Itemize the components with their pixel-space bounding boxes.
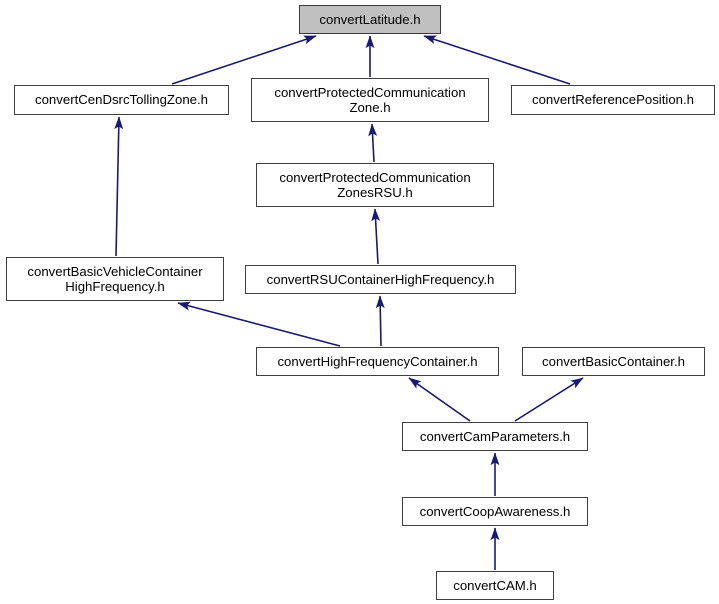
graph-node-convertHighFrequencyContainer[interactable]: convertHighFrequencyContainer.h [256,347,499,376]
graph-node-convertCenDsrcTollingZone[interactable]: convertCenDsrcTollingZone.h [14,85,229,115]
edge-group [114,35,584,570]
graph-node-label: convertBasicContainer.h [542,353,685,369]
graph-node-label: convertRSUContainerHighFrequency.h [266,271,495,287]
graph-node-convertProtectedCommunicationZonesRSU[interactable]: convertProtectedCommunication ZonesRSU.h [256,163,494,207]
graph-edge-convertCamParameters-to-convertHighFrequencyContainer [408,377,471,422]
graph-node-label: convertCamParameters.h [419,428,571,444]
graph-node-convertReferencePosition[interactable]: convertReferencePosition.h [511,85,715,115]
graph-node-label: convertReferencePosition.h [531,92,694,108]
graph-node-label: convertBasicVehicleContainer HighFrequen… [27,263,203,295]
graph-node-convertCamParameters[interactable]: convertCamParameters.h [402,422,588,451]
graph-node-convertBasicContainer[interactable]: convertBasicContainer.h [522,347,705,376]
graph-node-label: convertHighFrequencyContainer.h [277,353,478,369]
graph-edge-convertCamParameters-to-convertBasicContainer [514,377,584,422]
graph-node-convertRSUContainerHighFrequency[interactable]: convertRSUContainerHighFrequency.h [245,265,516,294]
graph-edge-convertBasicVehicleContainerHighFrequency-to-convertCenDsrcTollingZone [114,116,124,257]
graph-node-convertCoopAwareness[interactable]: convertCoopAwareness.h [402,497,588,526]
graph-node-label: convertCenDsrcTollingZone.h [35,92,208,108]
graph-node-convertBasicVehicleContainerHighFrequency[interactable]: convertBasicVehicleContainer HighFrequen… [6,257,224,301]
graph-node-label: convertCoopAwareness.h [419,503,571,519]
graph-node-label: convertProtectedCommunication ZonesRSU.h [279,169,471,201]
graph-edge-convertReferencePosition-to-convertLatitude [423,35,571,85]
graph-edge-convertCenDsrcTollingZone-to-convertLatitude [171,35,317,85]
graph-edge-convertHighFrequencyContainer-to-convertRSUContainerHighFrequency [375,295,385,347]
graph-node-label: convertProtectedCommunication Zone.h [274,84,466,116]
graph-node-label: convertLatitude.h [319,11,421,27]
graph-node-convertLatitude[interactable]: convertLatitude.h [299,5,441,34]
graph-node-label: convertCAM.h [453,577,537,593]
graph-edge-convertHighFrequencyContainer-to-convertBasicVehicleContainerHighFrequency [177,301,341,347]
graph-edge-convertProtectedCommunicationZonesRSU-to-convertProtectedCommunicationZone [368,123,378,163]
graph-node-convertProtectedCommunicationZone[interactable]: convertProtectedCommunication Zone.h [251,78,489,122]
graph-node-convertCAM[interactable]: convertCAM.h [436,571,554,600]
graph-edge-convertRSUContainerHighFrequency-to-convertProtectedCommunicationZonesRSU [371,208,381,265]
